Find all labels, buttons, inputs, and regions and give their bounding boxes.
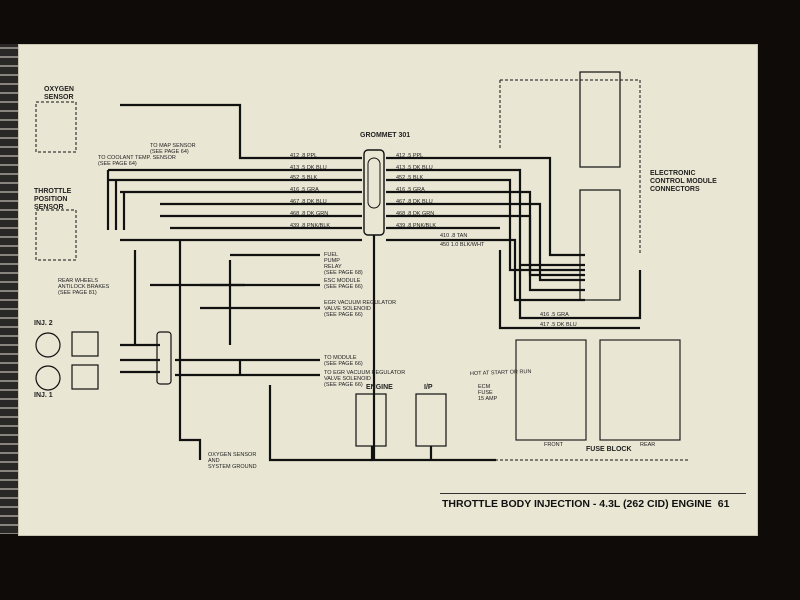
footer-rule [440, 493, 746, 494]
coolant-label: TO COOLANT TEMP. SENSOR(SEE PAGE 64) [98, 155, 176, 167]
manual-page [18, 44, 758, 536]
rear-label: REAR [640, 442, 656, 448]
grommet-301-label: GROMMET 301 [360, 132, 411, 139]
bottom-wire-2: 417 .5 DK BLU [540, 322, 577, 328]
wire-label-l1: 412 .8 PPL [290, 153, 318, 159]
page-title: THROTTLE BODY INJECTION - 4.3L (262 CID)… [442, 498, 712, 510]
wire-label-r8: 410 .8 TAN [440, 233, 468, 239]
wire-label-l3: 452 .5 BLK [290, 175, 318, 181]
wire-label-r5: 467 .8 DK BLU [396, 199, 433, 205]
wire-label-r4: 416 .5 GRA [396, 187, 425, 193]
engine-label: ENGINE [366, 384, 393, 391]
fuse-block-label: FUSE BLOCK [586, 446, 632, 453]
wire-label-l2: 413 .5 DK BLU [290, 165, 327, 171]
esc-module-label: ESC MODULE(SEE PAGE 66) [324, 278, 363, 290]
map-sensor-label: TO MAP SENSOR(SEE PAGE 64) [150, 143, 196, 155]
wire-label-r6: 468 .8 DK GRN [396, 211, 435, 217]
wire-label-l7: 439 .8 PNK/BLK [290, 223, 331, 229]
wire-label-r7: 439 .8 PNK/BLK [396, 223, 437, 229]
ip-label: I/P [424, 384, 433, 391]
bottom-wire-1: 416 .5 GRA [540, 312, 569, 318]
inj-2-label: INJ. 2 [34, 320, 53, 327]
inj-1-label: INJ. 1 [34, 392, 53, 399]
front-label: FRONT [544, 442, 563, 448]
wire-label-r3: 452 .5 BLK [396, 175, 424, 181]
wire-label-l5: 467 .8 DK BLU [290, 199, 327, 205]
wire-label-r2: 413 .5 DK BLU [396, 165, 433, 171]
page-number: 61 [717, 498, 730, 510]
wire-label-r9: 450 1.0 BLK/WHT [440, 242, 485, 248]
wire-label-l4: 416 .5 GRA [290, 187, 319, 193]
page-footer: THROTTLE BODY INJECTION - 4.3L (262 CID)… [442, 498, 729, 510]
spiral-binding [0, 44, 20, 534]
to-module-label: TO MODULE(SEE PAGE 66) [324, 355, 363, 367]
wire-label-r1: 412 .5 PPL [396, 153, 424, 159]
wire-label-l6: 468 .8 DK GRN [290, 211, 329, 217]
